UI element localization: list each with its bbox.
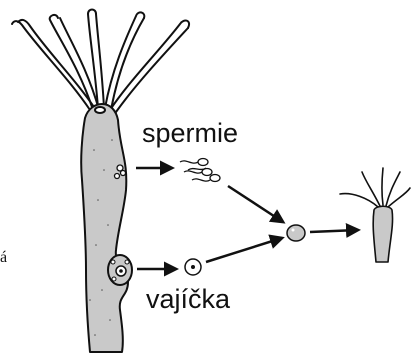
edge-text-fragment: á bbox=[0, 250, 7, 266]
arrow-zygote-to-young bbox=[310, 230, 358, 232]
adult-tentacles bbox=[12, 10, 189, 113]
arrow-egg-to-zygote bbox=[206, 238, 282, 262]
egg-cell-icon bbox=[185, 259, 201, 275]
adult-ovary bbox=[108, 255, 132, 285]
eggs-label: vajíčka bbox=[146, 286, 230, 313]
process-arrows bbox=[136, 168, 358, 269]
adult-body bbox=[81, 104, 128, 352]
young-hydra-icon bbox=[340, 168, 410, 262]
zygote-icon bbox=[287, 225, 305, 241]
sperm-label: spermie bbox=[142, 120, 238, 147]
arrow-sperm-to-zygote bbox=[228, 186, 283, 222]
sperm-cells-icon bbox=[180, 159, 220, 182]
